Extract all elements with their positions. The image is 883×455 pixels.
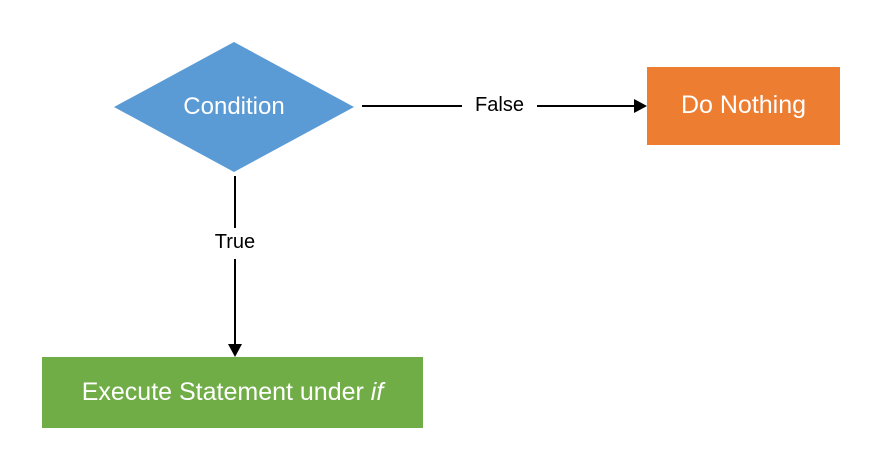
condition-label: Condition [183, 92, 285, 120]
false-edge-line-left [362, 105, 462, 107]
condition-diamond-node: Condition [114, 42, 354, 172]
arrowhead-right-icon [634, 99, 647, 113]
do-nothing-label: Do Nothing [680, 91, 807, 120]
true-edge-line-top [234, 176, 236, 228]
execute-statement-label: Execute Statement under if [81, 377, 384, 407]
true-edge-label: True [214, 231, 256, 253]
false-edge-label: False [475, 94, 524, 116]
arrowhead-down-icon [228, 344, 242, 357]
true-edge-line-bottom [234, 259, 236, 345]
execute-statement-label-if: if [370, 377, 384, 406]
execute-statement-node: Execute Statement under if [42, 357, 423, 428]
false-edge-line-right [537, 105, 635, 107]
execute-statement-label-prefix: Execute Statement under [81, 377, 371, 406]
do-nothing-node: Do Nothing [647, 67, 840, 145]
